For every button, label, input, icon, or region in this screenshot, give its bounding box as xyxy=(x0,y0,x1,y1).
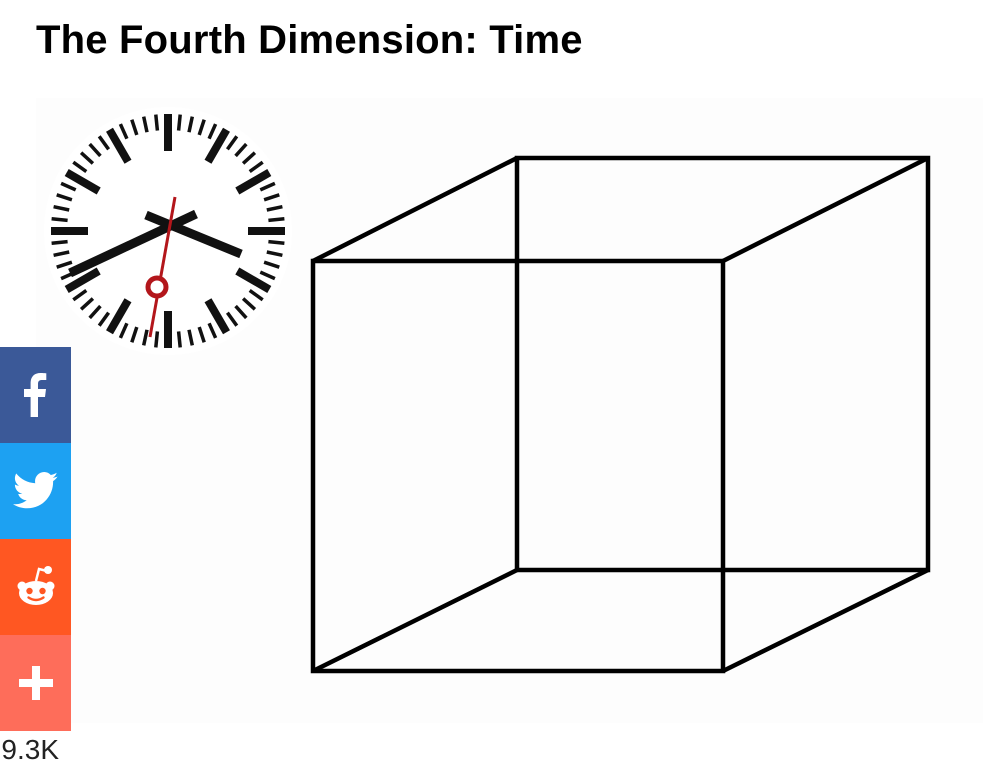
share-count: 9.3K xyxy=(0,733,71,767)
clock-minute-tick xyxy=(266,204,283,212)
clock-hour-tick xyxy=(106,298,132,335)
twitter-icon xyxy=(12,472,58,509)
clock-minute-tick xyxy=(79,151,95,165)
clock-minute-tick xyxy=(225,311,239,327)
clock-minute-tick xyxy=(259,270,276,281)
clock-minute-tick xyxy=(130,326,139,343)
clock-minute-tick xyxy=(207,322,218,339)
clock-minute-tick xyxy=(234,304,248,320)
clock-minute-tick xyxy=(268,239,285,245)
clock-minute-tick xyxy=(88,142,102,158)
clock-minute-tick xyxy=(72,288,88,302)
clock-minute-tick xyxy=(72,160,88,174)
clock-minute-tick xyxy=(118,123,129,140)
clock-minute-tick xyxy=(53,250,70,258)
clock-minute-tick xyxy=(248,288,264,302)
clock-minute-tick xyxy=(141,116,149,133)
twitter-share-button[interactable] xyxy=(0,443,71,539)
clock-minute-tick xyxy=(97,135,111,151)
clock-minute-tick xyxy=(88,304,102,320)
clock-hour-tick xyxy=(235,169,272,195)
more-share-button[interactable] xyxy=(0,635,71,731)
clock-minute-tick xyxy=(118,322,129,339)
clock-minute-tick xyxy=(154,114,160,131)
clock-minute-tick xyxy=(248,160,264,174)
clock-minute-tick xyxy=(207,123,218,140)
clock-minute-tick xyxy=(56,193,73,202)
clock-minute-tick xyxy=(130,119,139,136)
clock-hour-tick xyxy=(64,169,101,195)
clock-minute-tick xyxy=(241,151,257,165)
clock-hour-tick xyxy=(64,267,101,293)
clock-hour-tick xyxy=(204,127,230,164)
clock-icon xyxy=(44,107,292,355)
plus-icon xyxy=(18,666,53,700)
clock-minute-tick xyxy=(187,329,195,346)
facebook-icon xyxy=(23,373,46,417)
clock-minute-tick xyxy=(263,193,280,202)
reddit-icon xyxy=(17,566,54,605)
share-bar xyxy=(0,347,71,731)
clock-minute-tick xyxy=(141,329,149,346)
clock-minute-tick xyxy=(241,297,257,311)
clock-minute-tick xyxy=(51,217,68,223)
clock-minute-tick xyxy=(97,311,111,327)
clock-minute-tick xyxy=(51,239,68,245)
clock-minute-tick xyxy=(53,204,70,212)
clock-minute-tick xyxy=(263,260,280,269)
wireframe-cube xyxy=(310,155,931,674)
clock-minute-tick xyxy=(268,217,285,223)
share-count-value: 9.3K xyxy=(1,734,59,765)
clock-hour-tick xyxy=(235,267,272,293)
article-illustration xyxy=(36,98,983,723)
clock-hour-tick xyxy=(204,298,230,335)
clock-minute-tick xyxy=(56,260,73,269)
facebook-share-button[interactable] xyxy=(0,347,71,443)
clock-minute-tick xyxy=(60,181,77,192)
clock-minute-tick xyxy=(176,114,182,131)
clock-minute-tick xyxy=(154,331,160,348)
reddit-share-button[interactable] xyxy=(0,539,71,635)
clock-minute-tick xyxy=(176,331,182,348)
clock-minute-tick xyxy=(234,142,248,158)
page-title: The Fourth Dimension: Time xyxy=(36,18,583,62)
clock-minute-tick xyxy=(187,116,195,133)
clock-minute-tick xyxy=(197,119,206,136)
clock-minute-tick xyxy=(79,297,95,311)
clock-minute-tick xyxy=(225,135,239,151)
clock-minute-tick xyxy=(197,326,206,343)
clock-minute-tick xyxy=(266,250,283,258)
clock-minute-tick xyxy=(259,181,276,192)
clock-hour-tick xyxy=(106,127,132,164)
